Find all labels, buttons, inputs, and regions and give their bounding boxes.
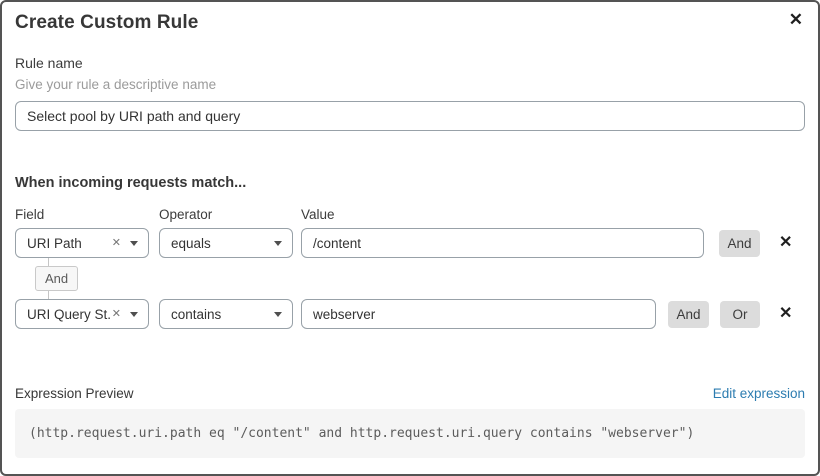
dialog-title: Create Custom Rule	[15, 12, 199, 33]
field-select-2-value: URI Query St...	[27, 306, 112, 322]
chevron-down-icon	[130, 240, 138, 246]
operator-select-2-value: contains	[171, 306, 222, 322]
expression-code-block: (http.request.uri.path eq "/content" and…	[15, 409, 805, 458]
match-section-heading: When incoming requests match...	[15, 175, 247, 191]
value-input-2[interactable]	[301, 299, 656, 329]
clear-icon[interactable]: ✕	[111, 307, 121, 320]
value-column-label: Value	[301, 207, 335, 222]
or-button-row-2[interactable]: Or	[720, 300, 760, 328]
rule-name-input[interactable]	[15, 101, 805, 131]
expression-preview-label: Expression Preview	[15, 386, 134, 401]
field-select-2[interactable]: URI Query St... ✕	[15, 299, 149, 329]
connector-line-bottom	[48, 291, 49, 299]
operator-select-1-value: equals	[171, 235, 211, 251]
row-connector: And	[35, 258, 805, 299]
edit-expression-link[interactable]: Edit expression	[712, 386, 805, 401]
operator-column-label: Operator	[159, 207, 213, 222]
field-select-1[interactable]: URI Path ✕	[15, 228, 149, 258]
and-button-row-1[interactable]: And	[719, 229, 760, 257]
operator-select-1[interactable]: equals	[159, 228, 293, 258]
condition-row-1: URI Path ✕ equals And ✕	[15, 228, 805, 258]
rule-name-helper-text: Give your rule a descriptive name	[15, 77, 217, 92]
chevron-down-icon	[274, 240, 282, 246]
operator-select-2[interactable]: contains	[159, 299, 293, 329]
value-input-1[interactable]	[301, 228, 704, 258]
expression-preview-header: Expression Preview Edit expression	[15, 386, 805, 401]
field-column-label: Field	[15, 207, 45, 222]
close-icon[interactable]: ✕	[788, 10, 803, 29]
delete-row-2-icon[interactable]: ✕	[779, 305, 793, 322]
field-select-1-value: URI Path	[27, 235, 82, 251]
connector-line-top	[48, 258, 49, 266]
clear-icon[interactable]: ✕	[111, 236, 121, 249]
and-connector-badge: And	[35, 266, 79, 291]
rule-name-label: Rule name	[15, 55, 83, 71]
chevron-down-icon	[130, 311, 138, 317]
condition-column-labels: Field Operator Value	[15, 207, 805, 222]
condition-row-2: URI Query St... ✕ contains And Or ✕	[15, 299, 805, 329]
delete-row-1-icon[interactable]: ✕	[779, 234, 793, 251]
and-button-row-2[interactable]: And	[668, 300, 709, 328]
chevron-down-icon	[274, 311, 282, 317]
